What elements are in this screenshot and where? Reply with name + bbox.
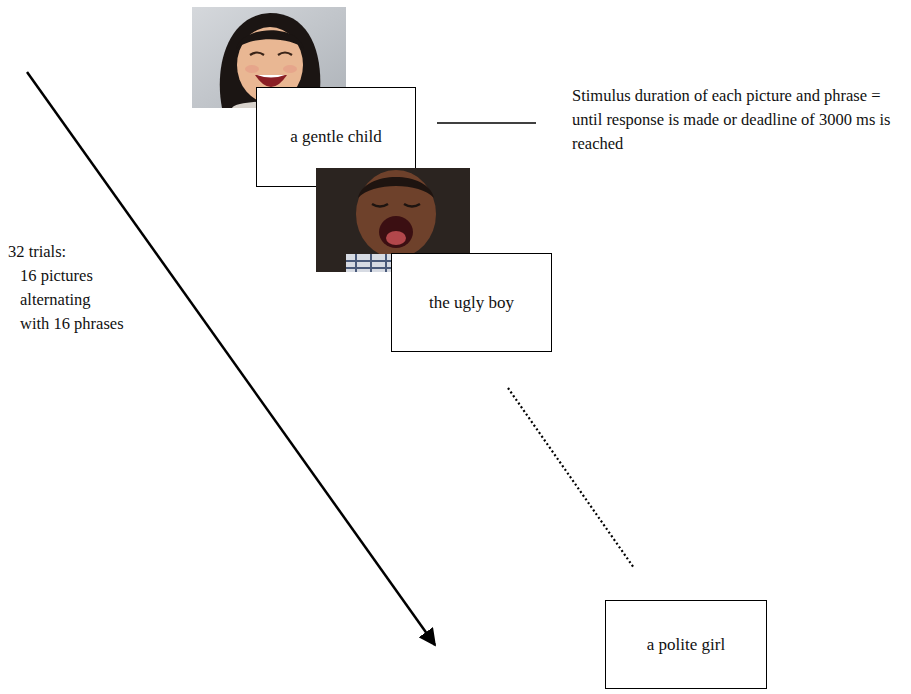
continuation-dots	[508, 388, 634, 568]
phrase-text: a polite girl	[647, 635, 725, 655]
leader-line	[437, 122, 536, 123]
trial-note: 16 pictures	[20, 264, 93, 288]
trial-note: 32 trials:	[8, 240, 66, 264]
phrase-box: the ugly boy	[391, 253, 552, 352]
phrase-box: a polite girl	[605, 600, 767, 689]
sequence-arrow	[27, 72, 435, 645]
trial-note: with 16 phrases	[20, 312, 124, 336]
trial-note: alternating	[20, 288, 91, 312]
phrase-text: a gentle child	[290, 127, 382, 147]
annotation-note: Stimulus duration of each picture and ph…	[572, 84, 908, 156]
phrase-text: the ugly boy	[429, 293, 514, 313]
